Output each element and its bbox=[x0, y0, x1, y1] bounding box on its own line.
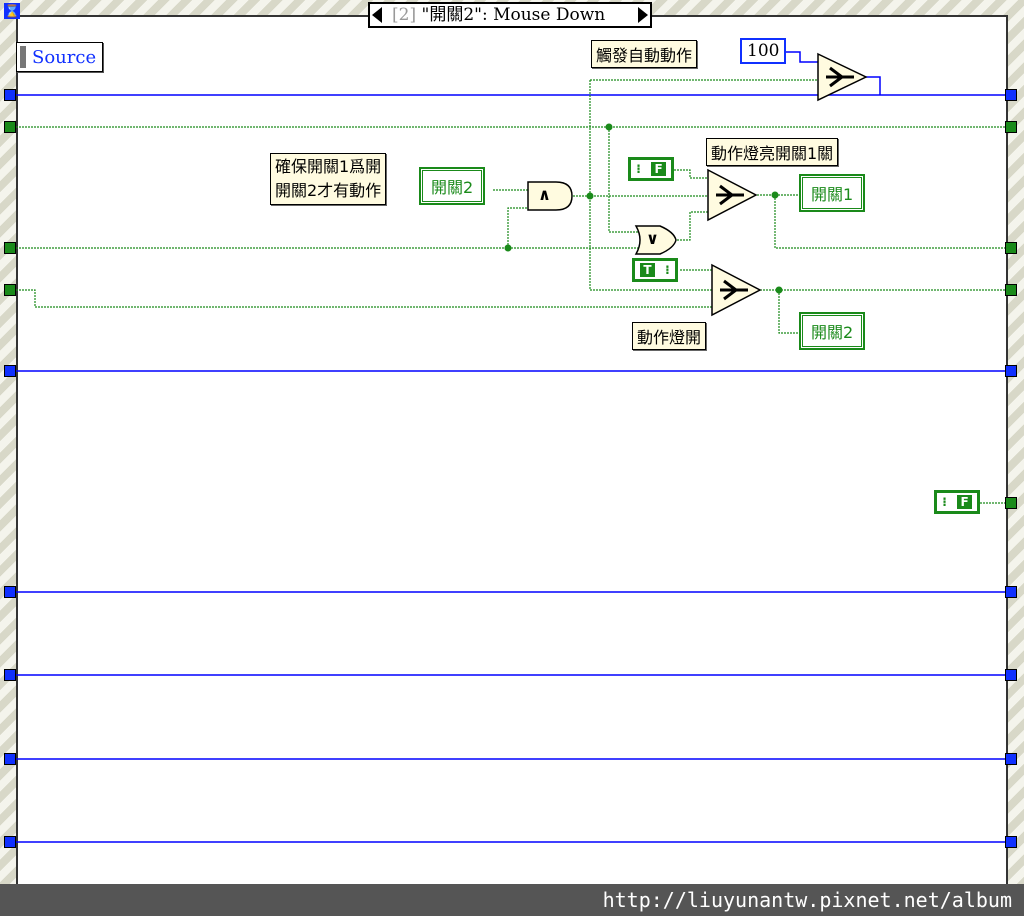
event-data-node[interactable]: Source bbox=[16, 42, 104, 72]
watermark: http://liuyunantw.pixnet.net/album bbox=[0, 884, 1024, 916]
tunnel bbox=[4, 284, 16, 296]
comment-trigger: 觸發自動動作 bbox=[591, 40, 698, 68]
diagram-area bbox=[16, 15, 1008, 889]
tunnel bbox=[1005, 242, 1017, 254]
true-constant[interactable]: T⁝ bbox=[632, 258, 678, 282]
comment-light-switch1: 動作燈亮開關1關 bbox=[706, 138, 839, 166]
node-handle bbox=[20, 46, 26, 68]
tunnel bbox=[4, 365, 16, 377]
switch2-terminal[interactable]: 開關2 bbox=[418, 167, 486, 205]
tunnel bbox=[1005, 365, 1017, 377]
blue-wire bbox=[862, 76, 881, 95]
tunnel bbox=[1005, 89, 1017, 101]
bool-off-icon: ⁝ bbox=[636, 162, 641, 176]
comment-ensure: 確保開關1爲開 開關2才有動作 bbox=[270, 153, 387, 205]
tunnel bbox=[1005, 121, 1017, 133]
tunnel bbox=[4, 586, 16, 598]
tunnel bbox=[1005, 669, 1017, 681]
tunnel bbox=[1005, 284, 1017, 296]
tunnel bbox=[4, 89, 16, 101]
comment-light-on: 動作燈開 bbox=[632, 322, 707, 350]
bool-off-icon: ⁝ bbox=[665, 263, 670, 277]
tunnel bbox=[4, 753, 16, 765]
tunnel bbox=[4, 669, 16, 681]
tunnel bbox=[1005, 753, 1017, 765]
timeout-icon: ⌛ bbox=[4, 3, 20, 19]
tunnel bbox=[1005, 586, 1017, 598]
or-gate bbox=[634, 225, 677, 255]
blue-wire bbox=[782, 51, 820, 63]
tunnel bbox=[4, 121, 16, 133]
and-gate bbox=[527, 181, 573, 211]
switch1-indicator[interactable]: 開關1 bbox=[798, 174, 866, 212]
case-selector[interactable]: [2] "開關2": Mouse Down bbox=[368, 2, 652, 28]
tunnel bbox=[4, 242, 16, 254]
tunnel bbox=[1005, 836, 1017, 848]
increment-arrow-icon[interactable] bbox=[638, 7, 648, 23]
and-symbol: ∧ bbox=[538, 185, 551, 204]
source-label: Source bbox=[32, 46, 97, 68]
tunnel bbox=[4, 836, 16, 848]
bool-off-icon: ⁝ bbox=[942, 495, 947, 509]
numeric-constant[interactable]: 100 bbox=[740, 38, 787, 64]
or-symbol: ∨ bbox=[646, 229, 659, 248]
decrement-arrow-icon[interactable] bbox=[372, 7, 382, 23]
false-constant-return[interactable]: ⁝F bbox=[934, 490, 980, 514]
false-constant[interactable]: ⁝F bbox=[628, 157, 674, 181]
tunnel bbox=[1005, 497, 1017, 509]
switch2-indicator[interactable]: 開關2 bbox=[798, 312, 866, 350]
